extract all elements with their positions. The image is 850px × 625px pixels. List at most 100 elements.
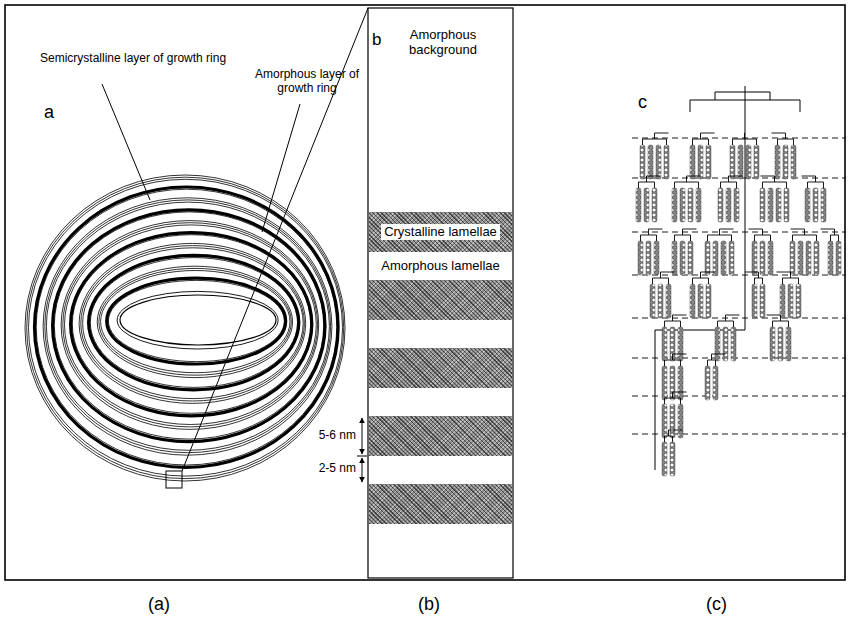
branch-chain [821, 229, 835, 235]
branch-chain [755, 278, 763, 284]
branch-chain [649, 229, 663, 235]
double-helix [696, 188, 701, 222]
double-helix [721, 241, 726, 275]
zoom-box [166, 471, 182, 488]
double-helix [783, 145, 788, 179]
double-helix [662, 404, 667, 438]
zoom-line [182, 8, 368, 471]
growth-rings [25, 175, 345, 481]
double-helix [780, 284, 785, 318]
layer-label: Amorphous layer of growth ring [252, 68, 362, 96]
branch-chain [701, 272, 715, 278]
panel-letter: c [638, 92, 647, 113]
branch-chain [643, 139, 667, 145]
double-helix [652, 188, 657, 222]
ring-line [63, 223, 318, 427]
double-helix [690, 145, 695, 179]
double-helix [670, 404, 675, 438]
branch-chain [693, 139, 709, 145]
branch-chain [745, 272, 759, 278]
double-helix [688, 241, 693, 275]
branch-chain [708, 360, 716, 366]
double-helix [814, 241, 819, 275]
backbone-chain [745, 86, 746, 330]
branch-chain [675, 182, 699, 188]
double-helix [688, 188, 693, 222]
double-helix [713, 241, 718, 275]
branch-chain [749, 229, 763, 235]
branch-chain [673, 315, 687, 321]
double-helix [662, 442, 667, 476]
branch-chain [733, 139, 757, 145]
ring-line [81, 246, 305, 401]
crystalline-band [369, 484, 512, 524]
branch-chain [767, 315, 781, 321]
double-helix [798, 241, 803, 275]
double-helix [680, 188, 685, 222]
ring-line [46, 202, 329, 450]
double-helix [760, 284, 765, 318]
double-helix [666, 284, 671, 318]
double-helix [791, 145, 796, 179]
ring-line [27, 177, 344, 478]
double-helix [713, 366, 718, 400]
backbone-chain [655, 330, 656, 470]
ring-line [45, 200, 331, 453]
ring-line [53, 210, 325, 442]
double-helix [706, 145, 711, 179]
double-helix [726, 188, 731, 222]
double-helix [680, 241, 685, 275]
branch-chain [777, 272, 791, 278]
double-helix [678, 327, 683, 361]
double-helix [790, 241, 795, 275]
branch-chain [761, 176, 775, 182]
ring-line [99, 268, 291, 375]
branch-chain [665, 360, 681, 366]
branch-chain [712, 354, 726, 360]
double-helix [729, 241, 734, 275]
branch-chain [693, 278, 709, 284]
cluster-boundary [632, 232, 846, 233]
double-helix [778, 327, 783, 361]
dimension-arrow [362, 458, 363, 482]
panel-letter: a [44, 102, 54, 123]
ring-line [83, 248, 304, 399]
dimension-arrow [362, 418, 363, 454]
double-helix [678, 404, 683, 438]
double-helix [731, 327, 736, 361]
double-helix [788, 284, 793, 318]
leader-line [102, 84, 150, 200]
lamellae-column [368, 8, 513, 578]
dimension-label: 5-6 nm [296, 429, 356, 443]
ring-line [29, 179, 343, 476]
amorphous-lamella: Amorphous lamellae [369, 252, 512, 280]
panel-caption: (a) [148, 594, 170, 615]
double-helix [648, 145, 653, 179]
branch-chain [690, 92, 800, 112]
amylopectin-clusters [632, 86, 846, 476]
ring-line [107, 278, 286, 364]
double-helix [670, 442, 675, 476]
branch-chain [755, 235, 771, 241]
double-helix [746, 145, 751, 179]
double-helix [752, 284, 757, 318]
branch-chain [793, 235, 817, 241]
double-helix [752, 241, 757, 275]
double-helix [770, 327, 775, 361]
band-label: Amorphous lamellae [378, 258, 503, 274]
double-helix [654, 241, 659, 275]
double-helix [705, 241, 710, 275]
double-helix [646, 241, 651, 275]
branch-chain [665, 398, 681, 404]
dimension-tick [357, 456, 367, 457]
double-helix [723, 327, 728, 361]
panel-caption: (c) [706, 594, 727, 615]
branch-chain [701, 133, 715, 139]
branch-chain [669, 430, 683, 436]
double-helix [805, 188, 810, 222]
region-label: Amorphous background [388, 28, 498, 58]
double-helix [650, 284, 655, 318]
band-label: Crystalline lamellae [381, 224, 500, 240]
branch-chain [783, 278, 799, 284]
